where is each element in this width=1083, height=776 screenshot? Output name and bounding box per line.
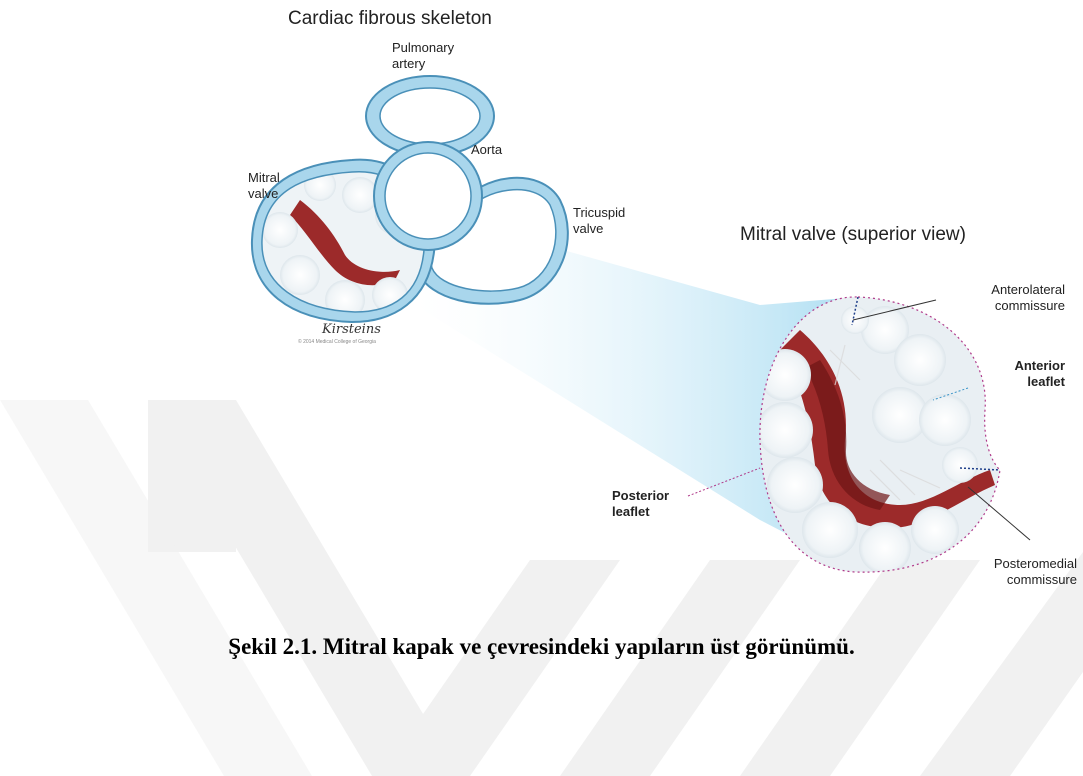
artist-signature: Kirsteins xyxy=(322,322,381,337)
artist-copyright: © 2014 Medical College of Georgia xyxy=(298,339,376,345)
label-tricuspid-valve: Tricuspid valve xyxy=(573,205,625,238)
label-mitral-valve: Mitral valve xyxy=(248,170,280,203)
label-posterior-leaflet: Posterior leaflet xyxy=(612,488,669,521)
inset-title: Mitral valve (superior view) xyxy=(740,224,966,246)
aorta-ring xyxy=(374,142,482,250)
label-aorta: Aorta xyxy=(471,142,502,158)
figure-title: Cardiac fibrous skeleton xyxy=(288,8,492,30)
label-anterior-leaflet: Anterior leaflet xyxy=(960,358,1065,391)
mitral-valve-inset xyxy=(757,297,1000,574)
figure-caption: Şekil 2.1. Mitral kapak ve çevresindeki … xyxy=(0,634,1083,660)
label-anterolateral-commissure: Anterolateral commissure xyxy=(920,282,1065,315)
label-posteromedial-commissure: Posteromedial commissure xyxy=(940,556,1077,589)
label-pulmonary-artery: Pulmonary artery xyxy=(392,40,454,73)
